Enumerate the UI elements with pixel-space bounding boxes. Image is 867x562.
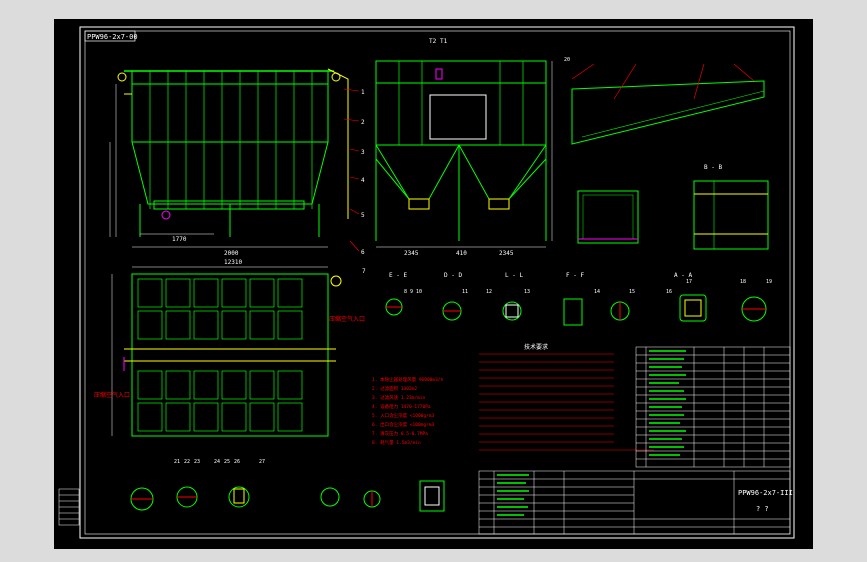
note-line-6: 6. 出口含尘浓度 <100mg/m3 <box>372 421 435 428</box>
outer-frame <box>79 26 795 539</box>
plan-dim-width: 12310 <box>224 259 242 266</box>
detail-callout-25: 25 <box>224 459 230 465</box>
section-label-bb: B - B <box>704 164 722 171</box>
bottom-details <box>130 480 445 512</box>
duct-detail <box>571 80 765 145</box>
side-dim-left: 2345 <box>404 250 419 257</box>
front-view-leaders <box>343 88 360 252</box>
bb-section <box>693 180 769 250</box>
parts-list-text <box>649 350 686 456</box>
detail-callout-23: 23 <box>194 459 200 465</box>
note-line-7: 7. 清灰压力 0.5-0.7MPa <box>372 430 428 437</box>
detail-callout-18: 18 <box>740 279 746 285</box>
title-block <box>478 470 791 535</box>
detail-callout-12: 12 <box>486 289 492 295</box>
front-callout-5: 5 <box>361 212 365 219</box>
detail-callout-21: 21 <box>174 459 180 465</box>
note-line-4: 4. 设备阻力 1470-1770Pa <box>372 403 431 410</box>
detail-callout-14: 14 <box>594 289 600 295</box>
detail-callout-22: 22 <box>184 459 190 465</box>
section-details-row <box>385 294 767 326</box>
front-callout-3: 3 <box>361 149 365 156</box>
section-box <box>577 190 639 244</box>
drawing-number: PPW96-2x7-III <box>738 489 793 497</box>
note-line-5: 5. 入口含尘浓度 <1000g/m3 <box>372 412 435 419</box>
front-view <box>117 68 349 237</box>
front-callout-4: 4 <box>361 177 365 184</box>
detail-callout-13: 13 <box>524 289 530 295</box>
top-corner-code: PPW96-2x7-00 <box>87 33 138 41</box>
side-callout-t2: T2 <box>429 38 437 45</box>
plan-view <box>123 273 342 437</box>
detail-callout-8: 8 <box>404 289 407 295</box>
note-line-8: 8. 耗气量 1.5m3/min <box>372 439 421 446</box>
detail-callout-19: 19 <box>766 279 772 285</box>
plan-dimensions <box>111 266 328 436</box>
front-callout-1: 1 <box>361 89 365 96</box>
section-label-ee: E - E <box>389 272 407 279</box>
detail-callout-11: 11 <box>462 289 468 295</box>
side-view <box>375 60 547 241</box>
notes-lines: 1. 本除尘器处理风量 96000m3/h 2. 过滤面积 1302m2 3. … <box>372 376 444 446</box>
detail-callout-16: 16 <box>666 289 672 295</box>
section-label-dd: D - D <box>444 272 462 279</box>
parts-list <box>635 346 791 468</box>
side-dim-mid: 410 <box>456 250 467 257</box>
note-line-1: 1. 本除尘器处理风量 96000m3/h <box>372 376 444 383</box>
side-dim-right: 2345 <box>499 250 514 257</box>
front-dim-bottom: 1770 <box>172 236 187 243</box>
notes-right-column <box>479 353 654 451</box>
drawing-sheet: PPW96-2x7-00 <box>54 19 813 549</box>
front-dim-total: 2000 <box>224 250 239 257</box>
sheet-note: ? ? <box>756 505 769 513</box>
title-block-left <box>497 474 529 516</box>
duct-leaders <box>571 63 755 100</box>
front-callout-6: 6 <box>361 249 365 256</box>
section-label-aa: A - A <box>674 272 692 279</box>
detail-callout-15: 15 <box>629 289 635 295</box>
side-view-dimensions <box>376 61 553 248</box>
note-line-2: 2. 过滤面积 1302m2 <box>372 385 417 392</box>
plan-callout-7: 7 <box>362 268 366 275</box>
cad-drawing: PPW96-2x7-00 <box>58 26 795 539</box>
detail-callout-9: 9 <box>410 289 413 295</box>
plan-inlet-left: 压缩空气入口 <box>94 391 130 399</box>
detail-callout-labels: 8 9 10 11 12 13 14 15 16 17 18 19 20 21 … <box>174 57 772 465</box>
section-label-ff: F - F <box>566 272 584 279</box>
notes-heading: 技术要求 <box>524 343 548 351</box>
detail-callout-17: 17 <box>686 279 692 285</box>
plan-inlet-right: 压缩空气入口 <box>329 315 365 323</box>
code-box <box>84 30 136 42</box>
detail-callout-10: 10 <box>416 289 422 295</box>
detail-callout-24: 24 <box>214 459 220 465</box>
side-callout-t1: T1 <box>440 38 448 45</box>
section-label-ll: L - L <box>505 272 523 279</box>
note-line-3: 3. 过滤风速 1.23m/min <box>372 394 426 401</box>
inner-frame <box>84 30 791 535</box>
detail-callout-27: 27 <box>259 459 265 465</box>
detail-callout-26: 26 <box>234 459 240 465</box>
revision-column <box>58 488 80 526</box>
front-callout-2: 2 <box>361 119 365 126</box>
front-view-dimensions <box>109 84 328 248</box>
detail-callout-20: 20 <box>564 57 570 63</box>
